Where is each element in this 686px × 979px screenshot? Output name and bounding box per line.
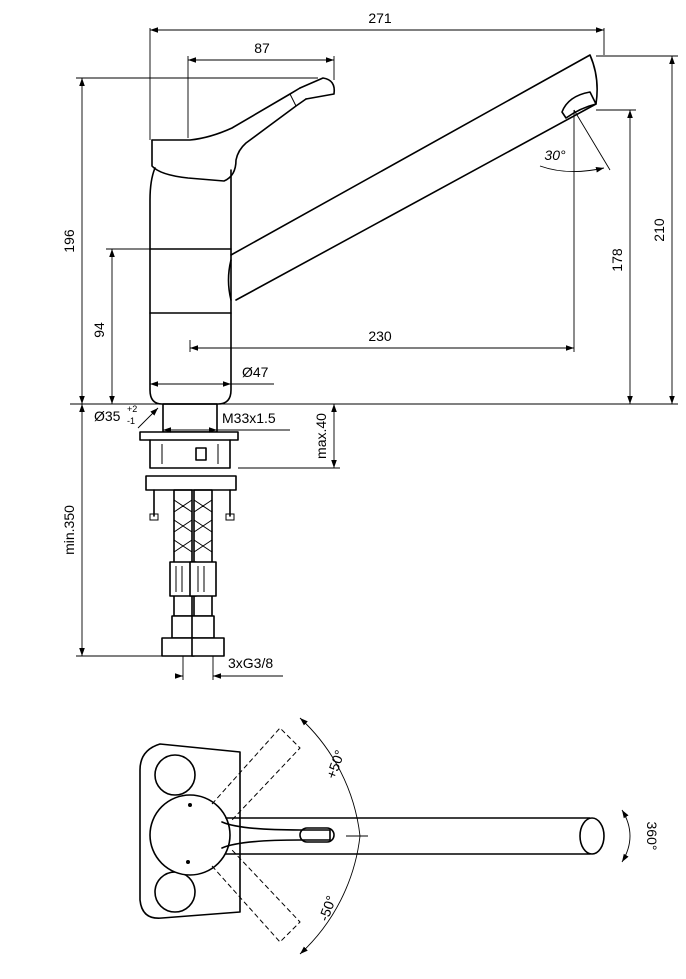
spout-rotated-positive xyxy=(211,727,301,821)
faucet-body xyxy=(149,167,232,405)
dim-max-thickness: max.40 xyxy=(313,413,329,459)
dim-hole-tol-minus: -1 xyxy=(127,416,135,426)
fixing-nut xyxy=(195,447,207,461)
spout-rotated-negative xyxy=(211,849,301,943)
supply-hoses xyxy=(161,489,225,657)
threaded-shank xyxy=(162,403,218,433)
base-plate xyxy=(139,743,241,919)
dim-body-diameter: Ø47 xyxy=(242,364,269,380)
aerator-top xyxy=(579,817,605,855)
base-hole-top xyxy=(154,754,196,796)
spout xyxy=(230,54,598,301)
rotation-negative: -50° xyxy=(315,893,339,923)
lever-handle xyxy=(151,98,307,182)
dim-spout-height-total: 210 xyxy=(651,218,667,242)
dim-spout-reach: 230 xyxy=(368,328,392,344)
base-hole-bottom xyxy=(154,871,196,913)
dim-lever-reach: 87 xyxy=(254,40,270,56)
dim-hole-tol-plus: +2 xyxy=(127,404,137,414)
lever-handle-top xyxy=(151,87,301,141)
dim-hole-diameter: Ø35 xyxy=(94,408,121,424)
dim-total-height: 196 xyxy=(61,229,77,253)
dim-body-height: 94 xyxy=(91,322,107,338)
lever-top xyxy=(221,821,331,849)
rotation-positive: +50° xyxy=(323,748,348,781)
mounting-plate xyxy=(139,431,239,441)
rotation-aerator: 360° xyxy=(644,822,660,851)
lever-tip-top xyxy=(299,827,335,843)
lever-tip xyxy=(299,77,336,100)
dim-total-width: 271 xyxy=(368,10,392,26)
spout-base-curve xyxy=(227,259,232,301)
body-top xyxy=(149,794,231,876)
lever-tip-joint xyxy=(289,93,297,107)
dim-thread: M33x1.5 xyxy=(222,410,276,426)
mounting-bracket xyxy=(149,439,231,469)
top-view: +50° -50° 360° xyxy=(139,717,660,955)
dim-spout-angle: 30° xyxy=(544,147,566,163)
dim-hose-length: min.350 xyxy=(61,505,77,555)
dim-spout-height-outlet: 178 xyxy=(609,248,625,272)
clamp-plate xyxy=(145,475,237,491)
side-view: 271 87 196 94 210 178 230 30° xyxy=(61,10,678,680)
dim-connections: 3xG3/8 xyxy=(228,655,273,671)
aerator-outlet xyxy=(561,91,597,119)
